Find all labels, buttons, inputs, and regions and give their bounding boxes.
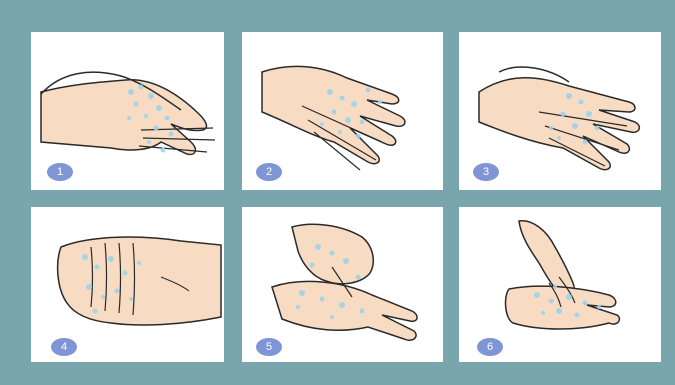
step-panel-2: 2 bbox=[242, 32, 443, 190]
step-number-badge: 5 bbox=[256, 338, 282, 356]
step-number-badge: 1 bbox=[47, 163, 73, 181]
step-panel-6: 6 bbox=[459, 207, 661, 362]
step-number-badge: 6 bbox=[477, 338, 503, 356]
handwashing-steps-figure: 1 2 3 bbox=[4, 4, 671, 381]
step-panel-5: 5 bbox=[242, 207, 443, 362]
step-number-badge: 2 bbox=[256, 163, 282, 181]
step-number-badge: 3 bbox=[473, 163, 499, 181]
step-panel-4: 4 bbox=[31, 207, 224, 362]
step-number-badge: 4 bbox=[51, 338, 77, 356]
step-panel-1: 1 bbox=[31, 32, 224, 190]
step-panel-3: 3 bbox=[459, 32, 661, 190]
